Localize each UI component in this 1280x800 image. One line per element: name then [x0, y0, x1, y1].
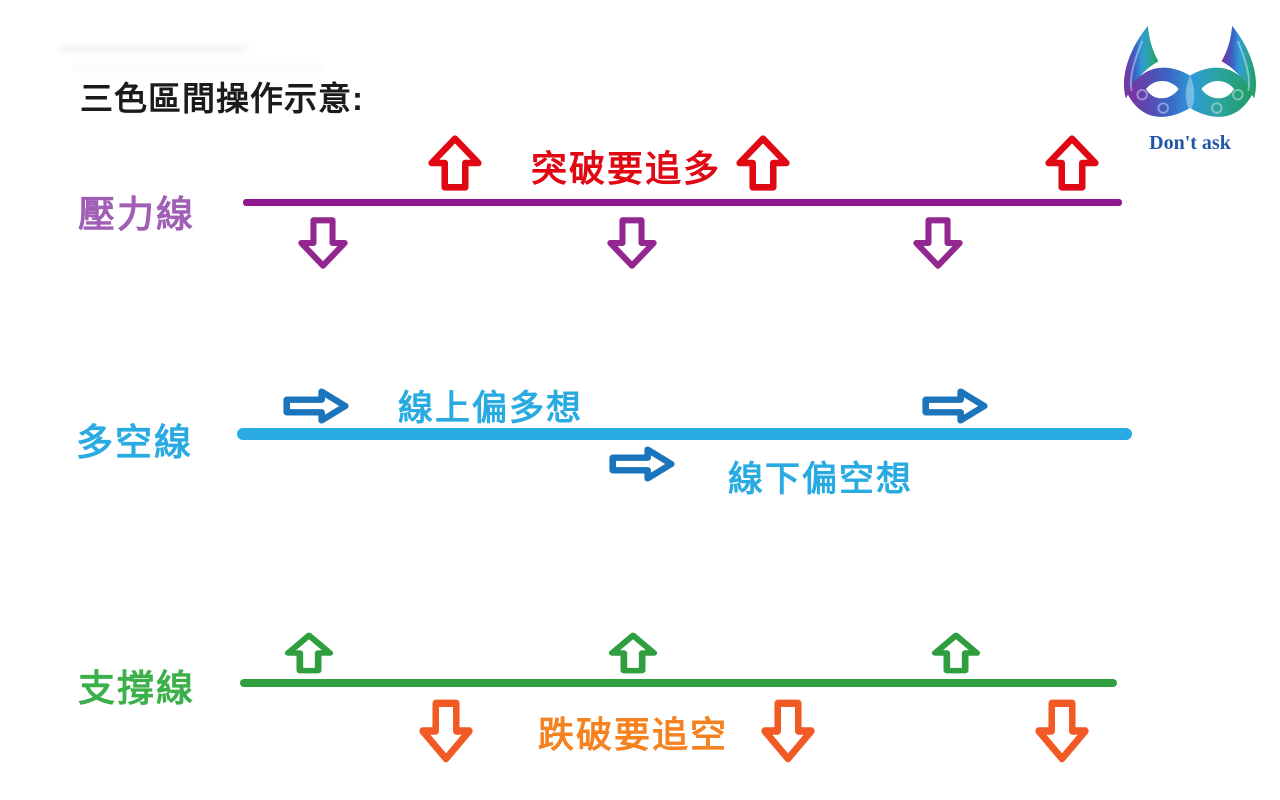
row-label-support-line: 支撐線: [78, 668, 195, 709]
down-arrow-icon: [1034, 698, 1090, 764]
down-arrow-icon: [912, 216, 964, 270]
row-label-pressure-line: 壓力線: [78, 194, 195, 235]
masquerade-mask-icon: [1112, 22, 1268, 132]
resistance-line: [243, 199, 1122, 206]
logo-caption: Don't ask: [1149, 132, 1231, 154]
up-arrow-icon: [931, 632, 981, 674]
above-line-bullish-label: 線上偏多想: [398, 389, 584, 428]
support-line: [240, 679, 1117, 687]
long-short-line: [237, 428, 1132, 440]
breakdown-go-short-label: 跌破要追空: [538, 714, 729, 755]
up-arrow-icon: [735, 134, 791, 192]
below-line-bearish-label: 線下偏空想: [728, 460, 914, 499]
logo: Don't ask: [1112, 22, 1268, 162]
up-arrow-icon: [608, 632, 658, 674]
page-title: 三色區間操作示意:: [80, 80, 364, 117]
down-arrow-icon: [760, 698, 816, 764]
right-arrow-icon: [282, 388, 350, 424]
watermark-ghost: [58, 44, 248, 53]
down-arrow-icon: [418, 698, 474, 764]
down-arrow-icon: [297, 216, 349, 270]
up-arrow-icon: [427, 134, 483, 192]
up-arrow-icon: [284, 632, 334, 674]
breakout-go-long-label: 突破要追多: [531, 148, 722, 189]
watermark-ghost: [72, 64, 322, 71]
down-arrow-icon: [606, 216, 658, 270]
right-arrow-icon: [921, 388, 989, 424]
row-label-long-short-line: 多空線: [76, 422, 193, 463]
right-arrow-icon: [608, 446, 676, 482]
up-arrow-icon: [1044, 134, 1100, 192]
